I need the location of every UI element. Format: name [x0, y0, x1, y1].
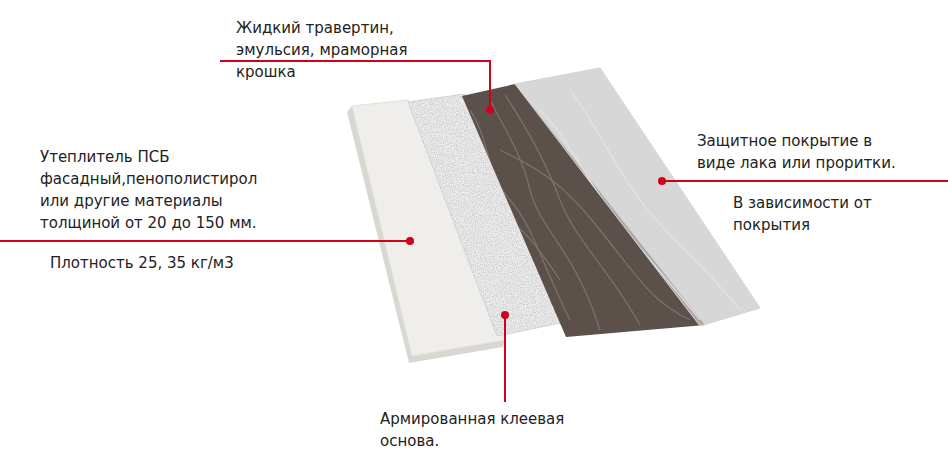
protective-coating: [515, 68, 760, 326]
leader-dot: [658, 177, 666, 185]
leader-line: [504, 315, 506, 402]
callout-label: Утеплитель ПСБ фасадный,пенополистирол и…: [40, 146, 280, 234]
leader-line: [0, 240, 410, 242]
callout-label: Жидкий травертин, эмульсия, мраморная кр…: [236, 17, 426, 83]
leader-dots: [406, 106, 666, 319]
leader-line: [662, 180, 948, 182]
callout-label: В зависимости от покрытия: [733, 192, 913, 236]
leader-lines: [0, 61, 948, 402]
callout-label: Плотность 25, 35 кг/м3: [50, 252, 310, 274]
leader-dot: [486, 106, 494, 114]
leader-dot: [406, 237, 414, 245]
coating-waves: [540, 90, 740, 320]
leader-dot: [501, 311, 509, 319]
callout-label: Защитное покрытие в виде лака или прорит…: [697, 130, 902, 174]
callout-label: Армированная клеевая основа.: [380, 408, 625, 452]
